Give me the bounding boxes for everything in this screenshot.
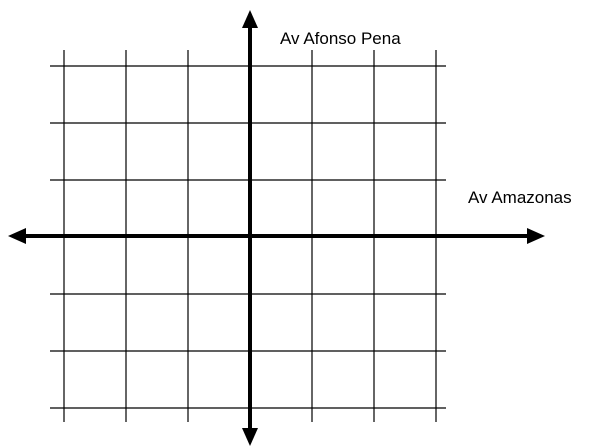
- right-arrowhead-icon: [527, 228, 545, 244]
- horizontal-street-label: Av Amazonas: [468, 188, 572, 207]
- horizontal-axis: [8, 228, 545, 244]
- left-arrowhead-icon: [8, 228, 26, 244]
- vertical-axis: [242, 10, 258, 446]
- up-arrowhead-icon: [242, 10, 258, 28]
- vertical-street-label: Av Afonso Pena: [280, 29, 401, 48]
- down-arrowhead-icon: [242, 428, 258, 446]
